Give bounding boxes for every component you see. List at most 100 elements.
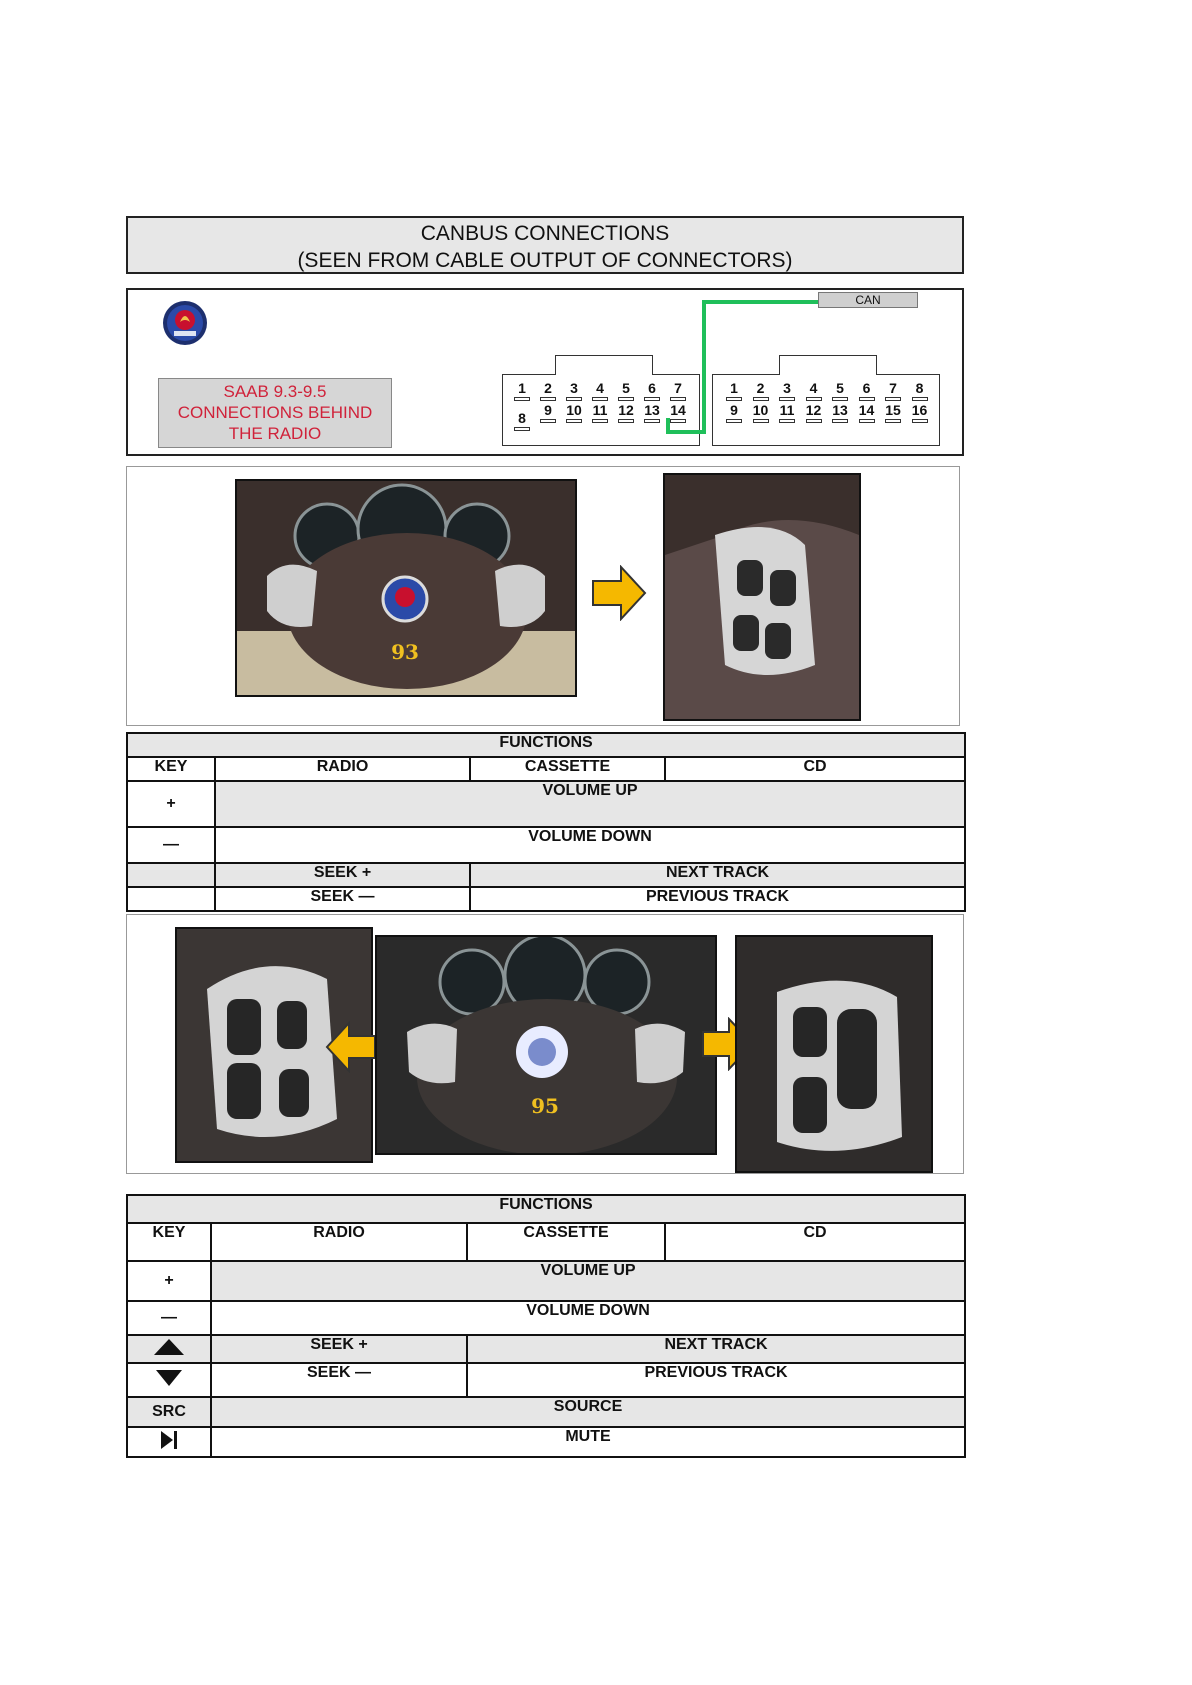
key-mute xyxy=(126,1426,212,1458)
connector-pin: 9 xyxy=(537,403,559,423)
connector-pin: 13 xyxy=(641,403,663,423)
connector-pin: 1 xyxy=(511,381,533,401)
connector-pin: 5 xyxy=(829,381,851,401)
connector-pin: 3 xyxy=(563,381,585,401)
can-wire xyxy=(666,430,706,434)
radio-seek-plus: SEEK + xyxy=(210,1334,468,1364)
pin-bar xyxy=(566,419,582,423)
radio-seek-minus: SEEK — xyxy=(210,1362,468,1398)
pin-bar xyxy=(618,419,634,423)
triangle-down-icon xyxy=(156,1369,182,1386)
label-line-1: SAAB 9.3-9.5 xyxy=(223,382,327,401)
right-arrow-icon xyxy=(592,565,647,621)
header-cassette: CASSETTE xyxy=(466,1222,666,1262)
pin-bar xyxy=(670,419,686,423)
pin-bar xyxy=(644,397,660,401)
pin-bar xyxy=(832,419,848,423)
radio-seek-plus: SEEK + xyxy=(214,862,471,888)
page-title: CANBUS CONNECTIONS (SEEN FROM CABLE OUTP… xyxy=(126,216,964,274)
function-previous-track: PREVIOUS TRACK xyxy=(465,1362,967,1398)
header-cd: CD xyxy=(663,1222,967,1262)
functions-table-95: FUNCTIONS KEY RADIO CASSETTE CD + VOLUME… xyxy=(125,1194,967,1458)
pin-bar xyxy=(885,397,901,401)
key-plus: + xyxy=(126,780,216,828)
connector-pin: 12 xyxy=(803,403,825,423)
pin-bar xyxy=(885,419,901,423)
header-radio: RADIO xyxy=(210,1222,468,1262)
function-volume-up: VOLUME UP xyxy=(209,1260,967,1302)
pin-bar xyxy=(805,397,822,401)
pin-bar xyxy=(779,397,795,401)
function-source: SOURCE xyxy=(209,1396,967,1428)
title-line-2: (SEEN FROM CABLE OUTPUT OF CONNECTORS) xyxy=(297,249,793,272)
pin-bar xyxy=(832,397,848,401)
connector-pin: 11 xyxy=(589,403,611,423)
can-wire xyxy=(666,418,670,434)
connector-pin: 1 xyxy=(723,381,745,401)
model-95-label: 95 xyxy=(531,1094,559,1118)
connector-pin: 6 xyxy=(856,381,878,401)
header-radio: RADIO xyxy=(214,756,471,782)
connector-pin: 15 xyxy=(882,403,904,423)
pin-bar xyxy=(540,397,556,401)
radio-seek-minus: SEEK — xyxy=(214,886,471,912)
pin-bar xyxy=(592,397,608,401)
connector-pin: 16 xyxy=(909,403,931,423)
function-volume-down: VOLUME DOWN xyxy=(209,1300,967,1336)
connector-pin: 2 xyxy=(537,381,559,401)
functions-title: FUNCTIONS xyxy=(125,1194,967,1224)
connector-pin: 10 xyxy=(750,403,772,423)
pin-bar xyxy=(858,397,875,401)
header-cassette: CASSETTE xyxy=(469,756,666,782)
functions-table-93: FUNCTIONS KEY RADIO CASSETTE CD + VOLUME… xyxy=(125,732,967,912)
steering-wheel-95-photo: 95 xyxy=(375,935,717,1155)
pin-bar xyxy=(514,397,530,401)
pin-bar xyxy=(514,427,530,431)
connector-pin: 14 xyxy=(667,403,689,423)
connector-pin: 13 xyxy=(829,403,851,423)
pin-bar xyxy=(592,419,608,423)
key-empty xyxy=(126,862,216,888)
pin-bar xyxy=(540,419,556,423)
header-key: KEY xyxy=(126,756,216,782)
steering-wheel-93-photo: 93 xyxy=(235,479,577,697)
label-line-2: CONNECTIONS BEHIND xyxy=(177,403,373,422)
function-volume-up: VOLUME UP xyxy=(213,780,967,828)
header-key: KEY xyxy=(126,1222,212,1262)
pin-bar xyxy=(670,397,686,401)
pin-bar xyxy=(726,419,742,423)
key-seek-up xyxy=(126,1334,212,1364)
pin-bar xyxy=(805,419,822,423)
connector-pin: 10 xyxy=(563,403,585,423)
pin-bar xyxy=(726,397,742,401)
connector-pin: 9 xyxy=(723,403,745,423)
saab-93-steering-photos: 93 xyxy=(126,466,960,726)
left-arrow-icon xyxy=(325,1021,376,1073)
connector-pin: 6 xyxy=(641,381,663,401)
triangle-up-icon xyxy=(154,1338,184,1355)
connector-pin: 14 xyxy=(856,403,878,423)
connector-pin: 12 xyxy=(615,403,637,423)
title-line-1: CANBUS CONNECTIONS xyxy=(420,222,670,245)
key-seek-down xyxy=(126,1362,212,1398)
connector-pin: 5 xyxy=(615,381,637,401)
pin-bar xyxy=(618,397,634,401)
label-line-3: THE RADIO xyxy=(228,424,322,443)
connector-pin: 11 xyxy=(776,403,798,423)
pin-bar xyxy=(752,397,769,401)
pin-bar xyxy=(858,419,875,423)
connector-pin: 2 xyxy=(750,381,772,401)
function-mute: MUTE xyxy=(209,1426,967,1458)
saab-95-steering-photos: 95 xyxy=(126,914,964,1174)
connector-pin: 7 xyxy=(667,381,689,401)
connector-pin: 8 xyxy=(511,411,533,431)
pin-bar xyxy=(911,419,928,423)
functions-title: FUNCTIONS xyxy=(125,732,967,758)
key-src: SRC xyxy=(126,1396,212,1428)
connection-diagram: SAAB 9.3-9.5 CONNECTIONS BEHIND THE RADI… xyxy=(126,288,964,456)
saab-connections-label: SAAB 9.3-9.5 CONNECTIONS BEHIND THE RADI… xyxy=(158,378,392,448)
function-previous-track: PREVIOUS TRACK xyxy=(468,886,967,912)
connector-pin: 7 xyxy=(882,381,904,401)
